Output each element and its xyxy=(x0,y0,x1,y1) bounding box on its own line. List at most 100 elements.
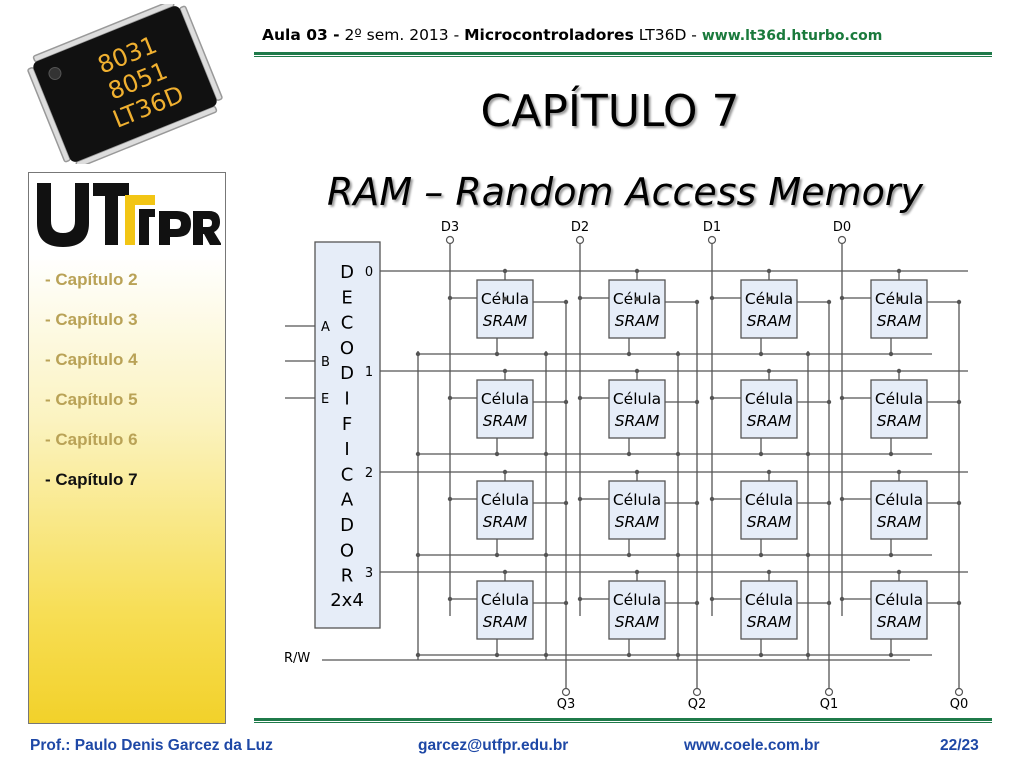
sram-cell xyxy=(476,480,534,540)
course-header: Aula 03 - 2º sem. 2013 - Microcontrolado… xyxy=(262,26,882,44)
data-input-terminal xyxy=(445,235,455,245)
junction-dot xyxy=(766,469,772,475)
decoder-letter: D xyxy=(340,363,354,384)
junction-dot xyxy=(896,368,902,374)
sram-cell-label: Célula xyxy=(745,591,793,609)
data-output-label: Q0 xyxy=(950,697,969,712)
junction-dot xyxy=(447,395,453,401)
sram-cell-label: Célula xyxy=(613,491,661,509)
decoder-output-label: 3 xyxy=(365,566,373,581)
decoder-output-label: 2 xyxy=(365,466,373,481)
sram-cell-label: SRAM xyxy=(877,312,922,330)
sram-cell xyxy=(608,580,666,640)
junction-dot xyxy=(447,295,453,301)
junction-dot xyxy=(839,496,845,502)
junction-dot xyxy=(447,596,453,602)
footer-site[interactable]: www.coele.com.br xyxy=(684,737,820,754)
footer-page-number: 22/23 xyxy=(940,737,979,754)
sram-cell xyxy=(608,480,666,540)
sram-cell-label: Célula xyxy=(613,390,661,408)
junction-dot xyxy=(577,295,583,301)
junction-dot xyxy=(766,268,772,274)
junction-dot xyxy=(709,395,715,401)
rw-label: R/W xyxy=(284,651,310,666)
decoder-letter: O xyxy=(340,338,354,359)
decoder-letter: A xyxy=(341,490,354,511)
sram-cell-label: Célula xyxy=(613,591,661,609)
header-divider xyxy=(254,52,992,55)
sram-cell-label: SRAM xyxy=(877,513,922,531)
header-url[interactable]: www.lt36d.hturbo.com xyxy=(701,28,883,44)
nav-item-capitulo-7[interactable]: - Capítulo 7 xyxy=(45,470,138,489)
decoder-input-label: B xyxy=(321,355,330,370)
sram-cell-label: Célula xyxy=(745,491,793,509)
junction-dot xyxy=(805,451,811,457)
decoder-output-label: 0 xyxy=(365,265,373,280)
junction-dot xyxy=(956,600,962,606)
sram-cell-label: SRAM xyxy=(483,312,528,330)
decoder-letter: D xyxy=(340,262,354,283)
junction-dot xyxy=(956,299,962,305)
junction-dot xyxy=(415,451,421,457)
sram-cell xyxy=(740,379,798,439)
junction-dot xyxy=(694,500,700,506)
data-output-terminal xyxy=(692,687,702,697)
sram-cell xyxy=(870,279,928,339)
decoder-letter: R xyxy=(341,566,354,587)
sram-cell-label: SRAM xyxy=(615,412,660,430)
junction-dot xyxy=(634,268,640,274)
sram-cell xyxy=(476,379,534,439)
sram-cell-label: Célula xyxy=(745,390,793,408)
header-course: Microcontroladores xyxy=(464,26,634,44)
junction-dot xyxy=(543,552,549,558)
nav-item-capitulo-5[interactable]: - Capítulo 5 xyxy=(45,390,138,409)
data-output-label: Q1 xyxy=(820,697,839,712)
data-input-terminal xyxy=(837,235,847,245)
data-input-terminal xyxy=(707,235,717,245)
nav-item-capitulo-3[interactable]: - Capítulo 3 xyxy=(45,310,138,329)
decoder-letter: I xyxy=(344,439,349,460)
sram-cell-label: Célula xyxy=(875,491,923,509)
sram-cell-label: SRAM xyxy=(747,412,792,430)
sram-cell-label: Célula xyxy=(875,390,923,408)
junction-dot xyxy=(694,399,700,405)
nav-item-capitulo-6[interactable]: - Capítulo 6 xyxy=(45,430,138,449)
nav-item-capitulo-2[interactable]: - Capítulo 2 xyxy=(45,270,138,289)
sram-cell-label: Célula xyxy=(481,591,529,609)
sram-cell-label: SRAM xyxy=(483,412,528,430)
data-output-label: Q3 xyxy=(557,697,576,712)
junction-dot xyxy=(543,451,549,457)
junction-dot xyxy=(447,496,453,502)
data-input-label: D0 xyxy=(833,220,851,235)
sram-cell-label: SRAM xyxy=(615,312,660,330)
junction-dot xyxy=(634,469,640,475)
footer-email[interactable]: garcez@utfpr.edu.br xyxy=(418,737,569,754)
junction-dot xyxy=(896,469,902,475)
sram-cell xyxy=(740,580,798,640)
sram-cell xyxy=(740,480,798,540)
chapter-nav: - Capítulo 2 - Capítulo 3 - Capítulo 4 -… xyxy=(45,269,138,509)
junction-dot xyxy=(634,296,640,302)
decoder-input-label: A xyxy=(321,320,330,335)
junction-dot xyxy=(577,596,583,602)
sram-cell-label: SRAM xyxy=(483,613,528,631)
decoder-letter: F xyxy=(342,414,352,435)
junction-dot xyxy=(694,299,700,305)
junction-dot xyxy=(543,652,549,658)
decoder-letter: C xyxy=(341,313,354,334)
junction-dot xyxy=(896,296,902,302)
nav-item-capitulo-4[interactable]: - Capítulo 4 xyxy=(45,350,138,369)
sram-cell-label: SRAM xyxy=(877,412,922,430)
decoder-box xyxy=(314,241,381,629)
junction-dot xyxy=(839,295,845,301)
junction-dot xyxy=(805,351,811,357)
decoder-letter: C xyxy=(341,464,354,485)
data-output-terminal xyxy=(954,687,964,697)
chip-logo: 8031 8051 LT36D xyxy=(27,4,223,164)
header-code: LT36D - xyxy=(638,26,697,44)
sram-cell-label: SRAM xyxy=(615,513,660,531)
junction-dot xyxy=(415,652,421,658)
utfpr-logo xyxy=(37,183,221,247)
junction-dot xyxy=(805,652,811,658)
decoder-letter: D xyxy=(340,515,354,536)
